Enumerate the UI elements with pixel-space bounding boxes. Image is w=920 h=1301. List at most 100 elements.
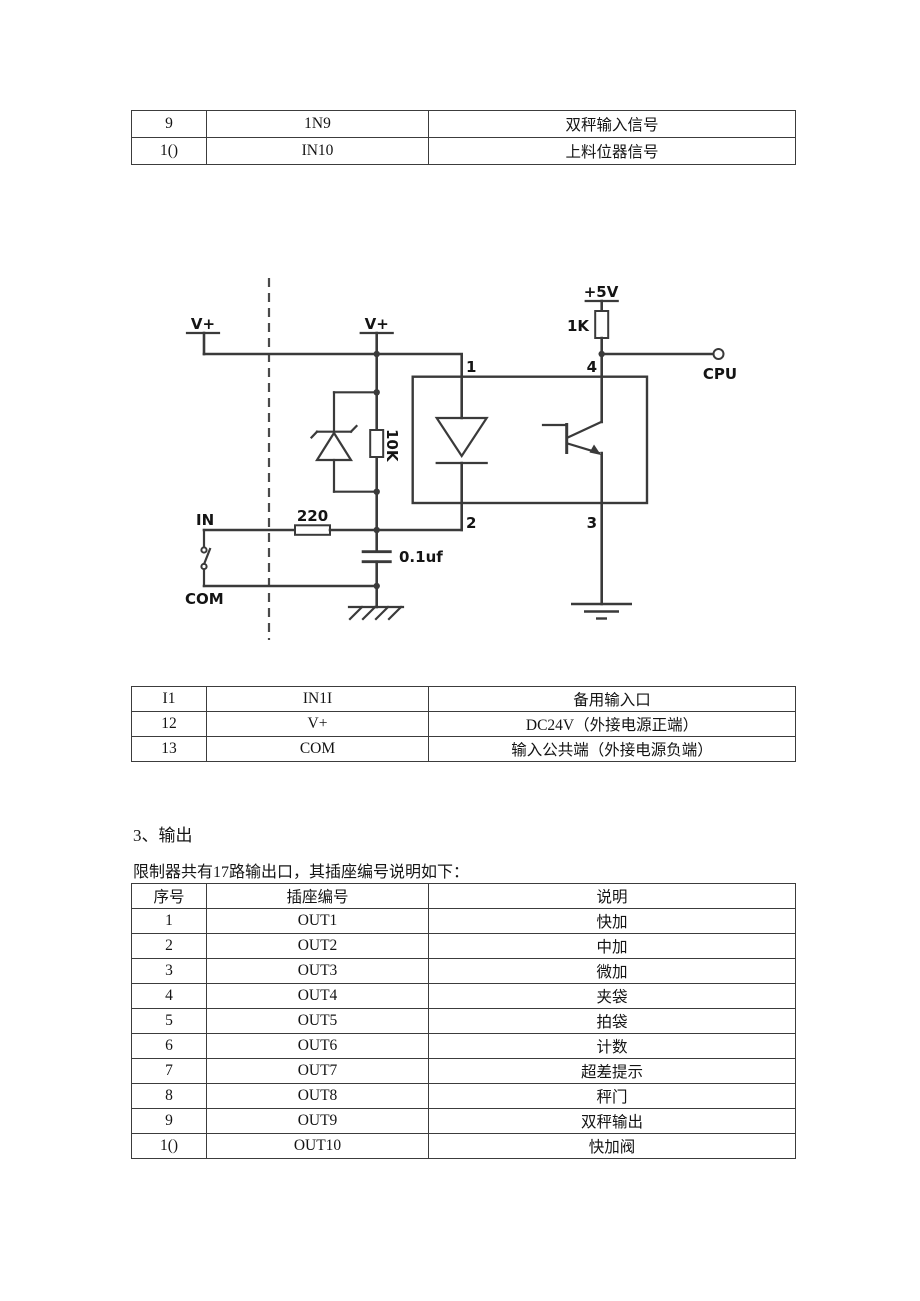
input-signal-table-top: 9 1N9 双秤输入信号 1() IN10 上料位器信号	[131, 110, 796, 165]
cell-socket: OUT2	[206, 933, 429, 959]
cell-desc: 双秤输入信号	[428, 110, 796, 138]
common-line: COM	[185, 584, 379, 608]
pin-2-label: 2	[466, 514, 476, 532]
table-row: 9 1N9 双秤输入信号	[131, 110, 796, 138]
cell-desc: 快加	[428, 908, 796, 934]
cell-desc: DC24V（外接电源正端）	[428, 711, 796, 737]
plus5v-label: +5V	[584, 283, 619, 301]
optocoupler-box	[411, 375, 649, 505]
cell-socket: OUT9	[206, 1108, 429, 1134]
table-header-row: 序号 插座编号 说明	[131, 883, 796, 909]
resistor-10k-label: 10K	[383, 429, 401, 463]
section-intro: 限制器共有17路输出口，其插座编号说明如下：	[133, 864, 470, 881]
cell-seq: I1	[131, 686, 207, 712]
cell-desc: 超差提示	[428, 1058, 796, 1084]
resistor-220-label: 220	[297, 507, 328, 525]
cpu-label: CPU	[703, 365, 737, 383]
cell-socket: OUT6	[206, 1033, 429, 1059]
earth-ground-icon	[571, 602, 632, 620]
table-row: 1() IN10 上料位器信号	[131, 137, 796, 165]
table-row: 5 OUT5 拍袋	[131, 1008, 796, 1034]
resistor-1k-label: 1K	[567, 317, 590, 335]
cell-seq: 5	[131, 1008, 207, 1034]
table-row: 13 COM 输入公共端（外接电源负端）	[131, 736, 796, 762]
table-row: 4 OUT4 夹袋	[131, 983, 796, 1009]
cell-seq: 12	[131, 711, 207, 737]
table-row: 6 OUT6 计数	[131, 1033, 796, 1059]
cell-desc: 微加	[428, 958, 796, 984]
cell-socket: OUT8	[206, 1083, 429, 1109]
cell-seq: 7	[131, 1058, 207, 1084]
cell-seq: 8	[131, 1083, 207, 1109]
cell-desc: 中加	[428, 933, 796, 959]
cell-socket: OUT10	[206, 1133, 429, 1159]
com-label: COM	[185, 590, 224, 608]
cpu-terminal-circle	[712, 348, 725, 360]
table-row: 9 OUT9 双秤输出	[131, 1108, 796, 1134]
cell-desc: 夹袋	[428, 983, 796, 1009]
header-socket: 插座编号	[206, 883, 429, 909]
cell-socket: COM	[206, 736, 429, 762]
cell-seq: 2	[131, 933, 207, 959]
cell-socket: IN10	[206, 137, 429, 165]
cell-socket: OUT3	[206, 958, 429, 984]
cell-seq: 1()	[131, 137, 207, 165]
vplus-mid-label: V+	[365, 315, 389, 333]
capacitor: 0.1uf	[361, 548, 443, 566]
input-line: IN 220	[196, 507, 464, 536]
table-row: 2 OUT2 中加	[131, 933, 796, 959]
header-seq: 序号	[131, 883, 207, 909]
input-switch	[200, 528, 212, 588]
cell-desc: 快加阀	[428, 1133, 796, 1159]
cell-socket: OUT4	[206, 983, 429, 1009]
resistor-220	[294, 524, 331, 536]
table-row: 3 OUT3 微加	[131, 958, 796, 984]
table-row: 1() OUT10 快加阀	[131, 1133, 796, 1159]
pin-4-label: 4	[587, 358, 597, 376]
cell-socket: OUT1	[206, 908, 429, 934]
cell-seq: 1()	[131, 1133, 207, 1159]
photo-transistor	[541, 420, 604, 606]
cell-seq: 4	[131, 983, 207, 1009]
vplus-mid-terminal: V+	[359, 315, 394, 335]
capacitor-label: 0.1uf	[399, 548, 443, 566]
pullup-network: +5V 1K CPU	[567, 283, 737, 424]
output-signal-table: 序号 插座编号 说明 1 OUT1 快加 2 OUT2 中加 3 OUT3 微加…	[131, 883, 796, 1159]
vplus-left-terminal: V+	[185, 315, 221, 356]
table-row: 12 V+ DC24V（外接电源正端）	[131, 711, 796, 737]
cell-socket: OUT7	[206, 1058, 429, 1084]
table-row: 8 OUT8 秤门	[131, 1083, 796, 1109]
cell-socket: 1N9	[206, 110, 429, 138]
section-heading: 3、输出	[133, 826, 193, 845]
cell-desc: 双秤输出	[428, 1108, 796, 1134]
cell-seq: 3	[131, 958, 207, 984]
header-desc: 说明	[428, 883, 796, 909]
input-signal-table-bottom: I1 IN1I 备用输入口 12 V+ DC24V（外接电源正端） 13 COM…	[131, 686, 796, 762]
table-row: 7 OUT7 超差提示	[131, 1058, 796, 1084]
resistor-1k	[594, 310, 610, 339]
cell-desc: 秤门	[428, 1083, 796, 1109]
cell-seq: 9	[131, 1108, 207, 1134]
vplus-wire	[202, 352, 464, 420]
cell-seq: 9	[131, 110, 207, 138]
cell-socket: IN1I	[206, 686, 429, 712]
cell-seq: 6	[131, 1033, 207, 1059]
input-circuit-diagram: V+ V+ 10K 1	[185, 278, 737, 640]
junction-dots	[373, 350, 605, 590]
in-label: IN	[196, 511, 214, 529]
pin-3-label: 3	[587, 514, 597, 532]
cell-seq: 13	[131, 736, 207, 762]
cell-socket: V+	[206, 711, 429, 737]
cell-desc: 拍袋	[428, 1008, 796, 1034]
led-diode	[434, 416, 489, 532]
resistor-10k: 10K	[369, 429, 401, 463]
zener-diode	[309, 391, 378, 493]
cell-desc: 上料位器信号	[428, 137, 796, 165]
chassis-ground-icon	[347, 605, 405, 621]
cell-desc: 计数	[428, 1033, 796, 1059]
cell-desc: 备用输入口	[428, 686, 796, 712]
cell-seq: 1	[131, 908, 207, 934]
table-row: I1 IN1I 备用输入口	[131, 686, 796, 712]
table-row: 1 OUT1 快加	[131, 908, 796, 934]
